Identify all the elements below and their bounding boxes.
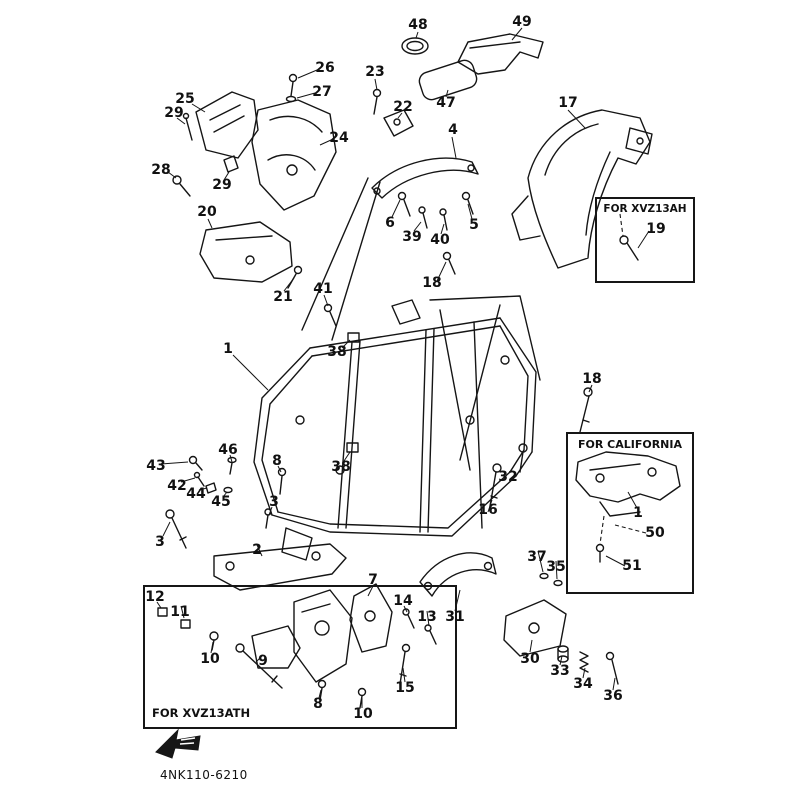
bolt-18b-part xyxy=(579,387,593,433)
bolt-9-part xyxy=(235,643,283,689)
bolt-3a-part xyxy=(264,508,272,529)
callout-label-xvz13ah: FOR XVZ13AH xyxy=(603,203,687,215)
main-frame-part xyxy=(253,177,541,561)
spring-34-part xyxy=(579,651,589,673)
plate-part xyxy=(251,625,301,669)
cover-24-part xyxy=(251,99,337,211)
bolt-19-part xyxy=(619,235,639,261)
callout-label-california: FOR CALIFORNIA xyxy=(577,438,683,451)
bracket-49-part xyxy=(457,33,544,75)
bolt-36-part xyxy=(605,651,619,685)
washer-35-part xyxy=(553,579,563,587)
cover-25-part xyxy=(195,91,259,159)
bracket-2-part xyxy=(213,543,347,591)
callout-box-california: FOR CALIFORNIA xyxy=(566,432,694,594)
california-frame-part xyxy=(575,451,681,517)
callout-box-xvz13ath: FOR XVZ13ATH xyxy=(143,585,457,729)
clip-29-part xyxy=(223,155,239,173)
screw-13-part xyxy=(424,624,437,645)
cover-47-part xyxy=(418,59,478,101)
nut-38b-part xyxy=(346,442,359,453)
bolt-26-part xyxy=(288,73,298,97)
bracket-20-part xyxy=(199,221,293,283)
bolt-23-part xyxy=(372,88,382,115)
bolt-8b-part xyxy=(317,679,327,701)
dashed-leader-51 xyxy=(599,515,605,545)
pin-29-part xyxy=(182,112,193,141)
bolt-5-part xyxy=(461,191,474,215)
bracket-22-part xyxy=(383,109,414,137)
bracket-30-part xyxy=(503,599,567,657)
bolt-51-part xyxy=(595,543,605,563)
leader-lines xyxy=(156,27,650,708)
bolt-3b-part xyxy=(165,509,187,549)
screw-40-part xyxy=(439,208,448,231)
bolt-21-part xyxy=(287,265,303,289)
pedal-bracket-part xyxy=(293,589,353,683)
dashed-leader-50 xyxy=(614,524,647,534)
nut-11-part xyxy=(180,619,191,629)
bracket-7-part xyxy=(349,583,393,653)
stay-4-part xyxy=(371,157,479,199)
washer-37-part xyxy=(539,572,549,580)
screw-39-part xyxy=(418,206,428,229)
fastener-cluster-part xyxy=(188,455,237,494)
nut-38-part xyxy=(347,332,360,343)
rear-frame-17-part xyxy=(511,109,653,269)
gasket-part xyxy=(401,37,429,55)
forward-direction-arrow-icon xyxy=(155,728,201,759)
bolt-18a-part xyxy=(442,251,456,275)
callout-box-xvz13ah: FOR XVZ13AH xyxy=(595,197,695,283)
bolt-15-part xyxy=(399,643,411,685)
bolt-32-part xyxy=(518,443,528,473)
bolt-28-part xyxy=(172,175,191,197)
bolt-16-part xyxy=(489,463,502,507)
collar-33-part xyxy=(557,645,569,663)
nut-12-part xyxy=(157,607,168,617)
dashed-leader-19 xyxy=(619,213,624,237)
bolt-6-part xyxy=(397,191,411,217)
bolt-41-part xyxy=(323,303,337,327)
callout-label-xvz13ath: FOR XVZ13ATH xyxy=(152,706,251,720)
bolt-8a-part xyxy=(277,467,287,495)
diagram-part-code: 4NK110-6210 xyxy=(160,768,248,782)
